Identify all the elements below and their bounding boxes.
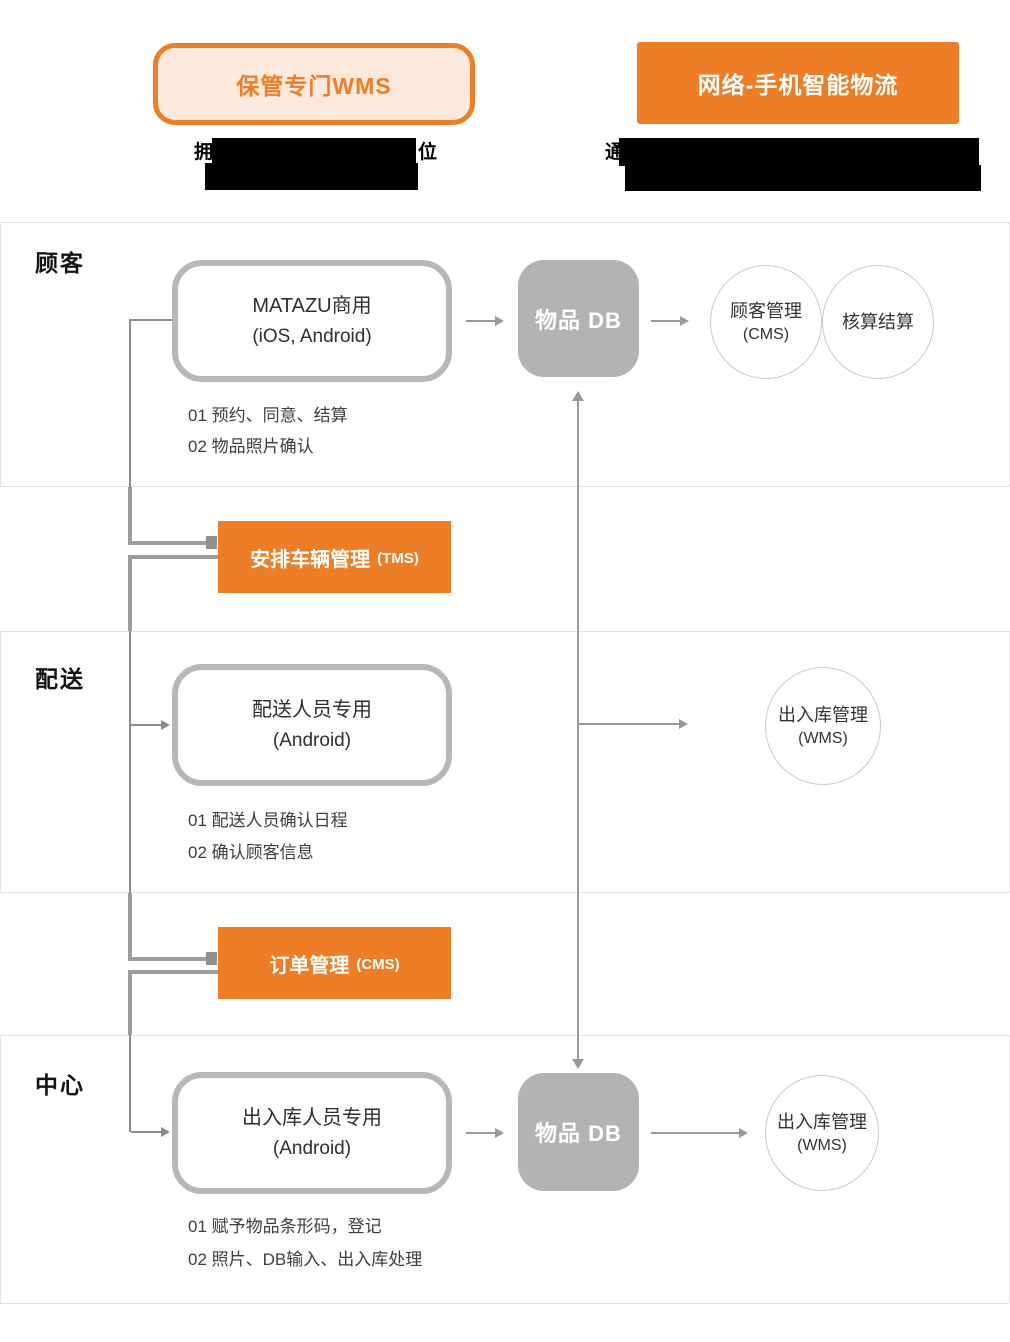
arrow-line-db-to-circles-row1 <box>651 320 680 322</box>
cms-box-suffix: (CMS) <box>356 955 400 973</box>
note-center-2: 02 照片、DB输入、出入库处理 <box>188 1250 423 1269</box>
tms-box-suffix: (TMS) <box>377 549 419 567</box>
right-caption-redaction-bar-2 <box>625 165 981 191</box>
circle-warehouse-management-row3: 出入库管理 (WMS) <box>765 1075 879 1191</box>
circle-customer-management: 顾客管理 (CMS) <box>710 265 822 379</box>
circle-warehouse-management-row3-subtitle: (WMS) <box>797 1136 847 1154</box>
arrowhead-db-to-circles-row1 <box>680 316 689 326</box>
circle-warehouse-management-row2-title: 出入库管理 <box>778 704 868 725</box>
arrow-line-db-to-circle-row2 <box>578 723 679 725</box>
connector-vertical-gap2-upper <box>128 893 132 961</box>
row-label-center: 中心 <box>35 1072 85 1098</box>
db-box-row1: 物品 DB <box>518 260 639 377</box>
left-caption-redaction-bar-2 <box>205 163 418 190</box>
connector-vertical-band1 <box>129 319 131 487</box>
circle-warehouse-management-row3-title: 出入库管理 <box>777 1111 867 1132</box>
db-box-row3-label: 物品 DB <box>535 1121 622 1146</box>
app-box-customer-platform: (iOS, Android) <box>252 326 372 347</box>
arrow-line-into-app2 <box>131 724 161 726</box>
app-box-center-title: 出入库人员专用 <box>242 1107 382 1129</box>
note-center-1: 01 赋予物品条形码，登记 <box>188 1217 382 1236</box>
header-left-program-box: 保管专门WMS <box>153 43 475 125</box>
connector-elbow-into-cms <box>128 957 206 961</box>
tms-box: 安排车辆管理 (TMS) <box>218 521 451 593</box>
connector-square-tms <box>206 536 217 549</box>
left-caption-prefix: 拥 <box>194 142 214 163</box>
circle-customer-management-title: 顾客管理 <box>730 300 802 321</box>
arrow-line-into-app3 <box>131 1131 161 1133</box>
note-delivery-1: 01 配送人员确认日程 <box>188 811 348 830</box>
connector-elbow-from-tms <box>128 555 218 559</box>
cms-box-title: 订单管理 <box>269 954 350 977</box>
app-box-customer-title: MATAZU商用 <box>252 295 372 317</box>
arrow-line-app-to-db-row1 <box>466 320 495 322</box>
db-box-row3: 物品 DB <box>518 1073 639 1191</box>
app-box-customer: MATAZU商用 (iOS, Android) <box>172 260 452 382</box>
connector-square-cms <box>206 952 217 965</box>
connector-vertical-gap1-upper <box>128 487 132 545</box>
app-box-delivery-platform: (Android) <box>272 730 352 751</box>
circle-accounting-settlement: 核算结算 <box>822 265 934 379</box>
note-delivery-2: 02 确认顾客信息 <box>188 843 314 862</box>
db-box-row1-label: 物品 DB <box>535 307 622 333</box>
arrowhead-into-app2 <box>161 720 170 730</box>
arrowhead-down-to-db3 <box>572 1059 584 1069</box>
connector-vertical-band2 <box>129 631 131 893</box>
row-label-customer: 顾客 <box>35 250 85 276</box>
app-box-delivery-title: 配送人员专用 <box>252 699 372 721</box>
arrow-line-db-to-circle-row3 <box>651 1132 739 1134</box>
connector-elbow-from-cms <box>128 970 218 974</box>
connector-elbow-into-tms <box>128 541 206 545</box>
connector-app1-stub <box>130 319 172 321</box>
header-left-program-title: 保管专门WMS <box>236 73 392 99</box>
tms-box-title: 安排车辆管理 <box>250 548 371 571</box>
app-box-delivery: 配送人员专用 (Android) <box>172 664 452 786</box>
note-customer-2: 02 物品照片确认 <box>188 437 314 456</box>
header-right-program-title: 网络-手机智能物流 <box>697 72 899 98</box>
header-right-program-box: 网络-手机智能物流 <box>637 42 959 124</box>
note-customer-1: 01 预约、同意、结算 <box>188 406 348 425</box>
app-box-center: 出入库人员专用 (Android) <box>172 1072 452 1194</box>
cms-box: 订单管理 (CMS) <box>218 927 451 999</box>
left-caption-suffix: 位 <box>418 142 438 163</box>
circle-customer-management-subtitle: (CMS) <box>742 325 790 343</box>
connector-vertical-gap1-lower <box>128 555 132 631</box>
arrowhead-app-to-db-row1 <box>495 316 504 326</box>
arrowhead-into-app3 <box>161 1127 170 1137</box>
arrowhead-db-to-circle-row3 <box>739 1128 748 1138</box>
left-caption-redaction-bar-1 <box>212 138 416 164</box>
right-caption-redaction-bar-1 <box>619 138 979 166</box>
connector-vertical-gap2-lower <box>128 970 132 1035</box>
circle-warehouse-management-row2: 出入库管理 (WMS) <box>765 667 881 785</box>
arrow-line-app-to-db-row3 <box>466 1132 495 1134</box>
connector-db-vertical <box>577 399 579 1059</box>
arrowhead-db-to-circle-row2 <box>679 719 688 729</box>
row-label-delivery: 配送 <box>35 666 85 692</box>
connector-vertical-band3 <box>129 1035 131 1132</box>
app-box-center-platform: (Android) <box>272 1138 352 1159</box>
arrowhead-app-to-db-row3 <box>495 1128 504 1138</box>
arrowhead-up-to-db1 <box>572 391 584 401</box>
circle-accounting-settlement-title: 核算结算 <box>842 311 914 332</box>
circle-warehouse-management-row2-subtitle: (WMS) <box>798 729 848 747</box>
